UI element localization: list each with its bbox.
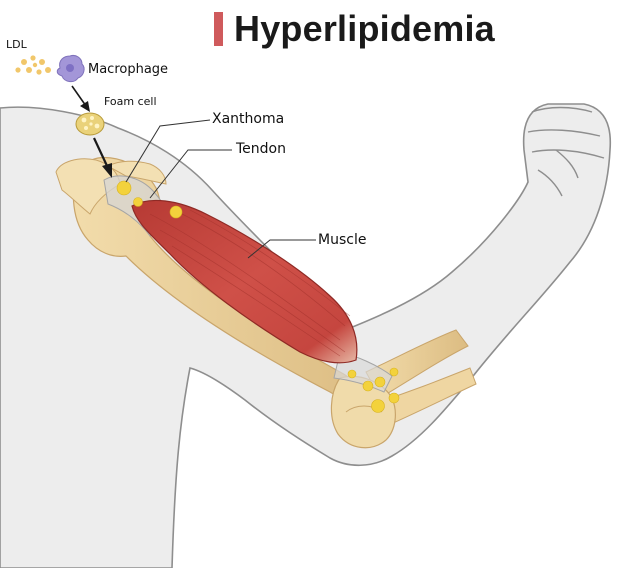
title-block: Hyperlipidemia (214, 6, 495, 52)
label-ldl: LDL (6, 38, 27, 51)
title-accent-bar (214, 12, 223, 46)
label-tendon: Tendon (236, 141, 286, 157)
macrophage-cell (57, 55, 84, 81)
label-xanthoma: Xanthoma (212, 111, 284, 127)
label-macrophage: Macrophage (88, 62, 168, 77)
ldl-particles (15, 55, 51, 74)
label-muscle: Muscle (318, 232, 366, 248)
page-title: Hyperlipidemia (234, 8, 495, 50)
label-foam-cell: Foam cell (104, 95, 157, 108)
foam-cell (76, 113, 104, 135)
arrow-to-foam-cell (72, 86, 90, 112)
